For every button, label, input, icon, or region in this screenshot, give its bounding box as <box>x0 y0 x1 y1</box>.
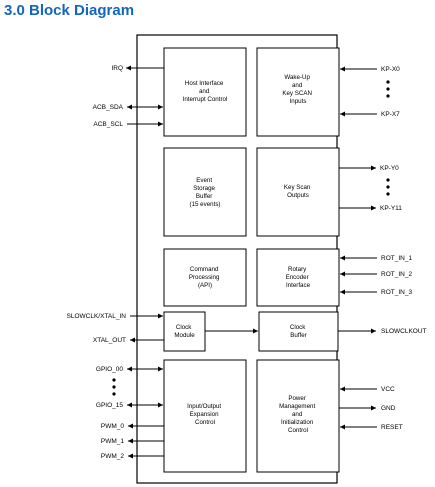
block-label: Event Storage Buffer (15 events) <box>190 177 221 208</box>
pin-acb-sda: ACB_SDA <box>93 104 124 111</box>
rotary-encoder-block: Rotary Encoder Interface <box>256 248 340 307</box>
block-label: Key Scan Outputs <box>284 184 312 199</box>
block-label: Rotary Encoder Interface <box>286 266 311 289</box>
ellipsis-dot <box>386 192 390 196</box>
pin-gpio-00: GPIO_00 <box>96 366 123 373</box>
pin-gnd: GND <box>381 405 396 412</box>
pin-acb-scl: ACB_SCL <box>93 121 123 128</box>
event-buffer-block: Event Storage Buffer (15 events) <box>163 147 247 237</box>
ellipsis-dot <box>386 87 390 91</box>
pin-gpio-15: GPIO_15 <box>96 402 123 409</box>
pin-kp-y11: KP-Y11 <box>380 205 402 212</box>
pin-kp-y0: KP-Y0 <box>380 165 399 172</box>
pin-irq: IRQ <box>111 65 123 72</box>
ellipsis-dot <box>112 392 116 396</box>
wakeup-keyscan-block: Wake-Up and Key SCAN Inputs <box>256 47 340 137</box>
ellipsis-dot <box>112 378 116 382</box>
ellipsis-dot <box>386 178 390 182</box>
pin-kp-x7: KP-X7 <box>381 111 400 118</box>
pin-reset: RESET <box>381 424 403 431</box>
command-processing-block: Command Processing (API) <box>163 248 247 307</box>
ellipsis-dot <box>112 385 116 389</box>
pin-slowclkout: SLOWCLKOUT <box>381 328 427 335</box>
pin-rot-in-2: ROT_IN_2 <box>381 271 412 278</box>
page-title: 3.0 Block Diagram <box>4 2 135 19</box>
pin-kp-x0: KP-X0 <box>381 66 400 73</box>
pin-pwm-0: PWM_0 <box>101 423 125 430</box>
pin-xtal-out: XTAL_OUT <box>93 337 126 344</box>
block-label: Input/Output Expansion Control <box>187 403 223 426</box>
pin-pwm-1: PWM_1 <box>101 438 125 445</box>
keyscan-outputs-block: Key Scan Outputs <box>256 147 340 237</box>
host-interface-block: Host Interface and Interrupt Control <box>163 47 247 137</box>
ellipsis-dot <box>386 94 390 98</box>
block-label: Wake-Up and Key SCAN Inputs <box>282 74 313 105</box>
clock-module-block: Clock Module <box>163 311 206 352</box>
block-label: Power Management and Initialization Cont… <box>279 395 317 434</box>
power-management-block: Power Management and Initialization Cont… <box>256 359 340 473</box>
block-label: Command Processing (API) <box>189 266 221 289</box>
pin-vcc: VCC <box>381 386 395 393</box>
ellipsis-dot <box>386 80 390 84</box>
ellipsis-dot <box>386 185 390 189</box>
block-label: Clock Module <box>174 324 195 339</box>
pin-rot-in-1: ROT_IN_1 <box>381 255 412 262</box>
pin-slowclk-xtal-in: SLOWCLK/XTAL_IN <box>67 313 127 320</box>
block-label: Host Interface and Interrupt Control <box>183 80 228 103</box>
io-expansion-block: Input/Output Expansion Control <box>163 359 247 473</box>
block-label: Clock Buffer <box>290 324 307 339</box>
pin-rot-in-3: ROT_IN_3 <box>381 289 412 296</box>
pin-pwm-2: PWM_2 <box>101 453 125 460</box>
clock-buffer-block: Clock Buffer <box>258 311 339 352</box>
